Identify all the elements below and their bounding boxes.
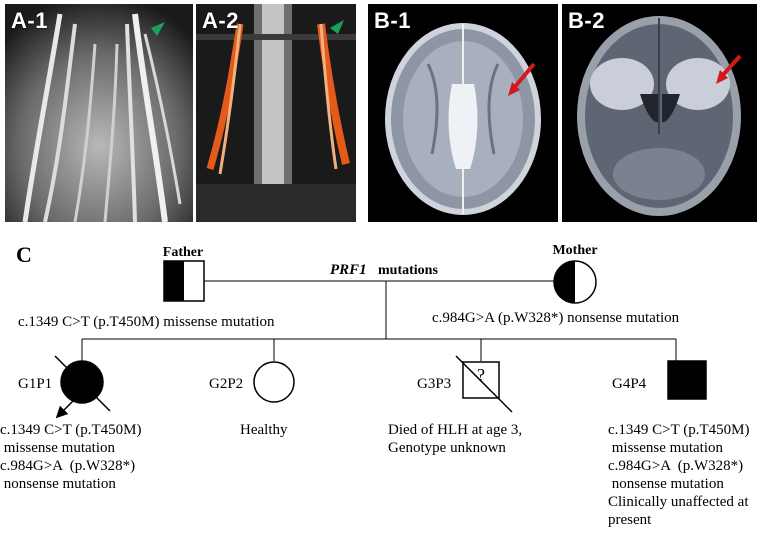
g1p1-line-1: missense mutation bbox=[0, 440, 115, 456]
title-rest: mutations bbox=[378, 263, 438, 278]
g1p1-line-0: c.1349 C>T (p.T450M) bbox=[0, 422, 142, 438]
panel-b2-mri: B-2 bbox=[562, 4, 757, 222]
g4p4-line-2: c.984G>A (p.W328*) bbox=[608, 458, 743, 474]
b2-image bbox=[562, 4, 757, 222]
panel-a2-mri: A-2 bbox=[196, 4, 356, 222]
g2p2-line-0: Healthy bbox=[240, 422, 288, 438]
g2p2-symbol bbox=[253, 361, 295, 403]
father-mutation: c.1349 C>T (p.T450M) missense mutation bbox=[18, 314, 275, 330]
g3p3-line-0: Died of HLH at age 3, bbox=[388, 422, 522, 438]
g1p1-line-3: nonsense mutation bbox=[0, 476, 116, 492]
green-arrowhead-icon bbox=[151, 22, 165, 36]
father-symbol-half-fill bbox=[164, 261, 184, 301]
proband-arrow-icon bbox=[55, 399, 75, 419]
g2p2-id: G2P2 bbox=[209, 376, 243, 392]
g4p4-id: G4P4 bbox=[612, 376, 647, 392]
g4p4-symbol bbox=[667, 360, 707, 400]
a2-image bbox=[196, 4, 356, 222]
g3p3-line-1: Genotype unknown bbox=[388, 440, 506, 456]
panel-label-a1: A-1 bbox=[11, 8, 48, 33]
g1p1-deceased-slash bbox=[54, 355, 111, 412]
panel-label-b1: B-1 bbox=[374, 8, 411, 33]
b1-image bbox=[368, 4, 558, 222]
pedigree-chart: C Father Mother PRF1 mutations c.1349 C>… bbox=[0, 242, 750, 528]
g3p3-question-mark: ? bbox=[477, 365, 485, 385]
mother-symbol-half-fill bbox=[554, 261, 575, 303]
mother-label: Mother bbox=[552, 243, 597, 258]
g1p1-line-2: c.984G>A (p.W328*) bbox=[0, 458, 135, 474]
g4p4-line-1: missense mutation bbox=[608, 440, 723, 456]
red-arrowhead-icon bbox=[508, 82, 520, 96]
panel-label-a2: A-2 bbox=[202, 8, 239, 33]
panel-label-b2: B-2 bbox=[568, 8, 605, 33]
red-arrowhead-icon bbox=[716, 70, 728, 84]
g4p4-line-3: nonsense mutation bbox=[608, 476, 724, 492]
panel-a1-mri: A-1 bbox=[5, 4, 193, 222]
g3p3-deceased-slash bbox=[455, 355, 513, 413]
g4p4-line-4: Clinically unaffected at bbox=[608, 494, 749, 510]
g4p4-line-0: c.1349 C>T (p.T450M) bbox=[608, 422, 750, 438]
g3p3-id: G3P3 bbox=[417, 376, 451, 392]
green-arrowhead-icon bbox=[330, 20, 344, 34]
red-arrow-icon bbox=[512, 62, 536, 90]
g1p1-id: G1P1 bbox=[18, 376, 52, 392]
g4p4-line-5: present bbox=[608, 512, 652, 528]
a1-image bbox=[5, 4, 193, 222]
panel-b1-mri: B-1 bbox=[368, 4, 558, 222]
panel-label-c: C bbox=[16, 242, 32, 267]
red-arrow-icon bbox=[720, 54, 742, 78]
gene-name: PRF1 bbox=[330, 262, 367, 278]
mother-mutation: c.984G>A (p.W328*) nonsense mutation bbox=[432, 310, 680, 326]
father-label: Father bbox=[163, 245, 203, 260]
